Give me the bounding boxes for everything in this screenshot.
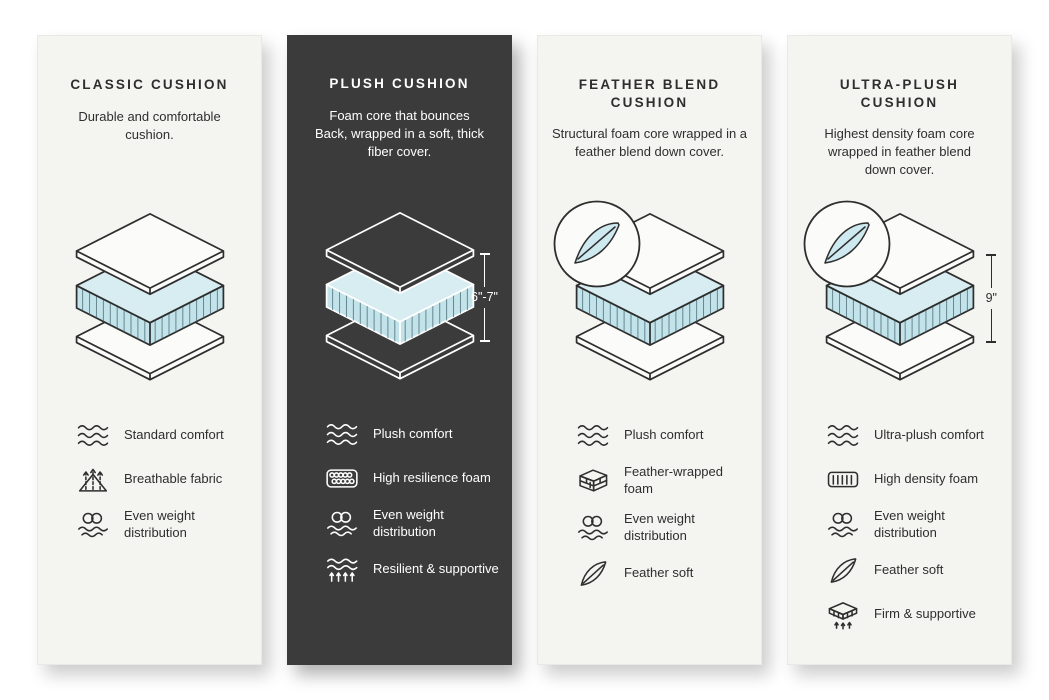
feature-row: Plush comfort xyxy=(325,419,512,450)
waves-icon xyxy=(76,420,110,451)
feature-label: Breathable fabric xyxy=(124,471,223,487)
weight-distribution-icon xyxy=(76,509,110,540)
card-header: FEATHER BLEND CUSHION Structural foam co… xyxy=(549,76,751,194)
firm-support-icon xyxy=(826,599,860,630)
feature-label: Feather soft xyxy=(874,561,944,577)
feature-list: Standard comfort Breathable fabric Even … xyxy=(38,420,261,542)
measure-cap xyxy=(479,339,490,342)
foam-block-icon xyxy=(576,465,610,496)
measure-cap xyxy=(986,254,997,256)
card-description: Foam core that bounces Back, wrapped in … xyxy=(314,107,485,159)
card-header: CLASSIC CUSHION Durable and comfortable … xyxy=(64,76,236,194)
feature-label: Resilient & supportive xyxy=(373,560,499,576)
card-classic-cushion: CLASSIC CUSHION Durable and comfortable … xyxy=(37,35,262,665)
feature-label: Plush comfort xyxy=(624,427,704,443)
card-plush-cushion: PLUSH CUSHION Foam core that bounces Bac… xyxy=(287,35,512,665)
feature-row: Resilient & supportive xyxy=(325,554,512,585)
card-title: CLASSIC CUSHION xyxy=(70,77,229,92)
card-title: ULTRA-PLUSH CUSHION xyxy=(839,77,960,110)
feature-label: Feather soft xyxy=(624,564,694,580)
feature-label: Standard comfort xyxy=(124,427,224,443)
waves-icon xyxy=(325,419,359,450)
cushion-illustration xyxy=(538,194,761,402)
height-indicator: 9" xyxy=(986,254,997,343)
measure-line xyxy=(990,308,993,341)
feature-row: Breathable fabric xyxy=(76,464,261,495)
feature-list: Plush comfort Feather-wrapped foam Even … xyxy=(538,420,761,589)
breathable-icon xyxy=(76,464,110,495)
card-description: Durable and comfortable cushion. xyxy=(78,108,221,142)
waves-icon xyxy=(576,420,610,451)
card-ultra-plush-cushion: ULTRA-PLUSH CUSHION Highest density foam… xyxy=(787,35,1012,665)
feature-row: Firm & supportive xyxy=(826,599,1011,630)
card-title: FEATHER BLEND CUSHION xyxy=(578,77,721,110)
feather-icon xyxy=(576,558,610,589)
card-header: PLUSH CUSHION Foam core that bounces Bac… xyxy=(314,75,486,193)
height-label: 9" xyxy=(985,291,997,305)
feature-label: Even weight distribution xyxy=(624,510,695,543)
feature-label: High resilience foam xyxy=(373,470,491,486)
feature-row: Feather-wrapped foam xyxy=(576,464,761,498)
cushion-comparison-board: CLASSIC CUSHION Durable and comfortable … xyxy=(37,35,1012,665)
measure-cap xyxy=(479,253,490,255)
feature-list: Ultra-plush comfort High density foam Ev… xyxy=(788,420,1011,630)
foam-bubbles-icon xyxy=(325,463,359,494)
card-feather-blend-cushion: FEATHER BLEND CUSHION Structural foam co… xyxy=(537,35,762,665)
layered-cushion-icon xyxy=(55,212,245,385)
feature-row: High resilience foam xyxy=(325,463,512,494)
feature-label: Plush comfort xyxy=(373,426,453,442)
feature-label: Even weight distribution xyxy=(373,507,444,539)
card-description: Highest density foam core wrapped in fea… xyxy=(824,126,975,178)
feather-icon xyxy=(826,555,860,586)
feature-row: Even weight distribution xyxy=(826,508,1011,542)
feature-row: Ultra-plush comfort xyxy=(826,420,1011,451)
feature-row: Feather soft xyxy=(826,555,1011,586)
layered-cushion-icon xyxy=(305,211,495,384)
card-title: PLUSH CUSHION xyxy=(329,76,470,91)
weight-distribution-icon xyxy=(576,512,610,543)
height-indicator: 6"-7" xyxy=(471,253,498,342)
feature-row: Plush comfort xyxy=(576,420,761,451)
cushion-illustration xyxy=(38,194,261,402)
weight-distribution-icon xyxy=(826,509,860,540)
card-description: Structural foam core wrapped in a feathe… xyxy=(551,126,748,160)
feather-badge-icon xyxy=(552,199,642,289)
measure-cap xyxy=(986,340,997,343)
feather-badge-icon xyxy=(802,199,892,289)
feature-label: Even weight distribution xyxy=(124,508,195,540)
card-header: ULTRA-PLUSH CUSHION Highest density foam… xyxy=(807,76,992,194)
cushion-illustration: 6"-7" xyxy=(287,193,512,401)
feature-label: High density foam xyxy=(874,471,979,487)
feature-row: Feather soft xyxy=(576,558,761,589)
feature-row: Even weight distribution xyxy=(576,511,761,545)
feature-label: Even weight distribution xyxy=(874,508,945,540)
feature-list: Plush comfort High resilience foam Even … xyxy=(287,419,512,585)
density-foam-icon xyxy=(826,464,860,495)
waves-icon xyxy=(826,420,860,451)
cushion-illustration: 9" xyxy=(788,194,1011,402)
feature-label: Firm & supportive xyxy=(874,605,976,621)
measure-line xyxy=(483,255,486,287)
resilient-arrows-icon xyxy=(325,554,359,585)
weight-distribution-icon xyxy=(325,508,359,539)
feature-row: High density foam xyxy=(826,464,1011,495)
measure-line xyxy=(483,307,486,340)
feature-row: Even weight distribution xyxy=(76,508,261,542)
height-label: 6"-7" xyxy=(471,290,498,304)
feature-label: Feather-wrapped foam xyxy=(624,464,723,496)
feature-label: Ultra-plush comfort xyxy=(874,427,984,443)
feature-row: Standard comfort xyxy=(76,420,261,451)
feature-row: Even weight distribution xyxy=(325,507,512,541)
measure-line xyxy=(990,256,993,288)
